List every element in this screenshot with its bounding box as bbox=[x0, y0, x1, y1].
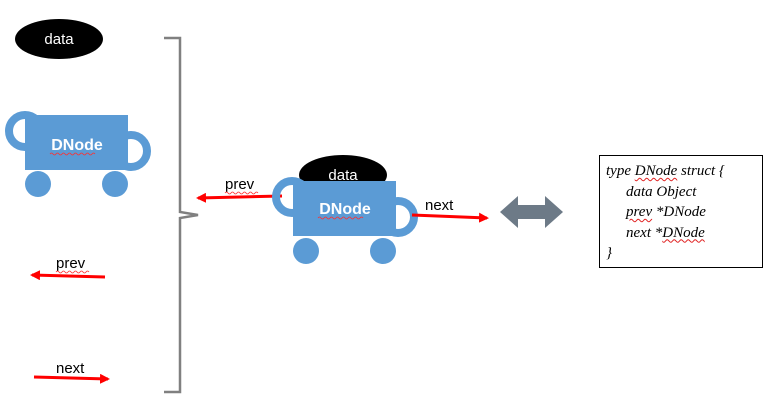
code-prev-field: prev bbox=[626, 204, 653, 220]
grouping-brace bbox=[164, 36, 199, 394]
legend-data-label: data bbox=[44, 31, 74, 48]
example-node-label: DNode bbox=[319, 201, 371, 218]
legend-data-shape: data bbox=[15, 19, 103, 59]
code-prev-type: *DNode bbox=[652, 204, 706, 220]
example-next-label: next bbox=[425, 197, 454, 214]
code-struct-open: struct { bbox=[677, 163, 725, 179]
code-line-5: } bbox=[606, 245, 612, 261]
equivalence-double-arrow-icon bbox=[500, 196, 563, 228]
legend-prev-arrow: prev bbox=[30, 255, 106, 281]
example-node-squiggle bbox=[317, 216, 364, 220]
code-keyword-type: type bbox=[606, 163, 635, 179]
legend-node-body bbox=[25, 115, 128, 170]
example-next-line bbox=[411, 212, 489, 223]
legend-node-label: DNode bbox=[51, 137, 103, 154]
example-node-left-wheel bbox=[293, 238, 319, 264]
code-line-4: next *DNode bbox=[606, 223, 756, 244]
example-node-body bbox=[293, 181, 396, 236]
example-prev-line bbox=[196, 192, 283, 203]
example-dnode-shape: DNode bbox=[272, 177, 418, 264]
example-prev-squiggle bbox=[224, 191, 259, 195]
code-line-1: type DNode struct { bbox=[606, 161, 756, 182]
legend-next-arrow: next bbox=[33, 360, 110, 384]
example-data-label: data bbox=[328, 167, 358, 184]
code-line-3: prev *DNode bbox=[606, 202, 756, 223]
example-prev-arrow: prev bbox=[196, 176, 283, 203]
code-next-field: next * bbox=[626, 224, 663, 241]
struct-definition-box: type DNode struct { data Object prev *DN… bbox=[599, 155, 763, 268]
legend-data-ellipse bbox=[15, 19, 103, 59]
legend-next-line bbox=[33, 373, 110, 384]
code-type-name: DNode bbox=[634, 163, 678, 179]
legend-prev-line bbox=[30, 270, 106, 281]
example-next-arrow: next bbox=[411, 197, 489, 223]
example-node-right-wheel bbox=[370, 238, 396, 264]
legend-prev-squiggle bbox=[55, 270, 90, 274]
code-next-type: DNode bbox=[662, 224, 705, 241]
legend-node-left-wheel bbox=[25, 171, 51, 197]
legend-next-label: next bbox=[56, 360, 85, 377]
example-prev-label: prev bbox=[225, 176, 255, 193]
legend-node-squiggle bbox=[49, 152, 96, 156]
legend-dnode-shape: DNode bbox=[5, 111, 151, 197]
code-line-2: data Object bbox=[626, 183, 697, 200]
legend-node-right-wheel bbox=[102, 171, 128, 197]
legend-prev-label: prev bbox=[56, 255, 86, 272]
